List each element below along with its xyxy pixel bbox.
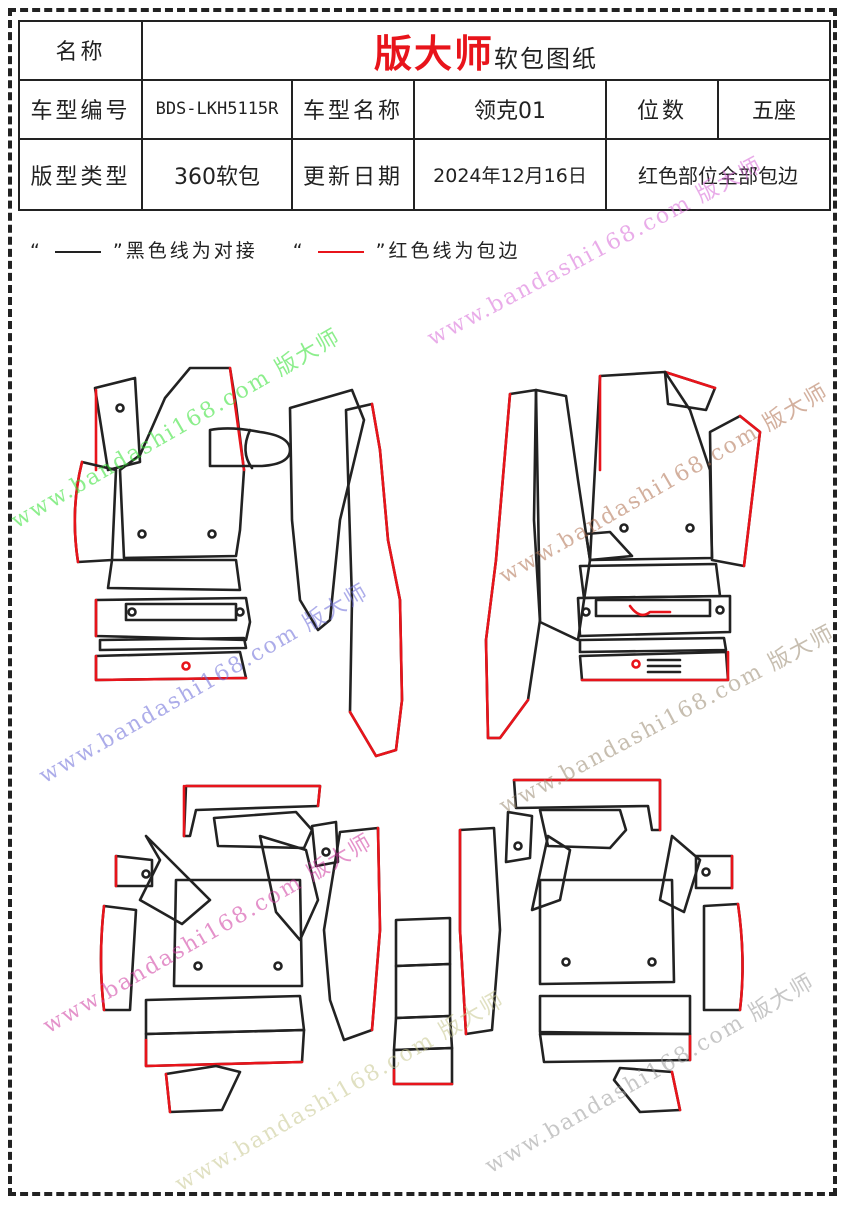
seats-value: 五座	[717, 78, 831, 141]
legend-open-quote-2: “	[292, 240, 306, 262]
legend-close-quote-2: ”	[375, 240, 389, 262]
title-rest: 软包图纸	[494, 44, 598, 73]
edge-note: 红色部位全部包边	[605, 138, 831, 211]
pattern-type-value: 360软包	[141, 138, 293, 211]
rear-center-pieces	[392, 916, 454, 1086]
legend-close-quote-1: ”	[112, 240, 126, 262]
right-rear-door-pieces	[458, 778, 744, 1114]
name-label: 名称	[18, 20, 143, 81]
legend-red-text: 红色线为包边	[388, 240, 521, 262]
red-line-sample	[317, 250, 364, 253]
update-date-value: 2024年12月16日	[413, 138, 607, 211]
document-title: 版大师软包图纸	[141, 20, 831, 81]
update-date-label: 更新日期	[291, 138, 415, 211]
line-legend: “”黑色线为对接 “”红色线为包边	[30, 236, 520, 263]
model-code-label: 车型编号	[18, 78, 143, 141]
info-table: 名称 版大师软包图纸 车型编号 BDS-LKH5115R 车型名称 领克01 位…	[18, 20, 831, 211]
page-border	[8, 8, 837, 1196]
right-front-door-pieces	[484, 370, 762, 740]
left-front-door-pieces	[73, 366, 404, 758]
legend-open-quote-1: “	[30, 240, 43, 262]
seats-label: 位数	[605, 78, 719, 141]
legend-black-text: 黑色线为对接	[125, 240, 258, 262]
left-rear-door-pieces	[99, 784, 382, 1114]
model-code-value: BDS-LKH5115R	[141, 78, 293, 141]
model-name-value: 领克01	[413, 78, 607, 141]
pattern-type-label: 版型类型	[18, 138, 143, 211]
model-name-label: 车型名称	[291, 78, 415, 141]
brand-title: 版大师	[373, 30, 494, 76]
black-line-sample	[54, 250, 101, 253]
